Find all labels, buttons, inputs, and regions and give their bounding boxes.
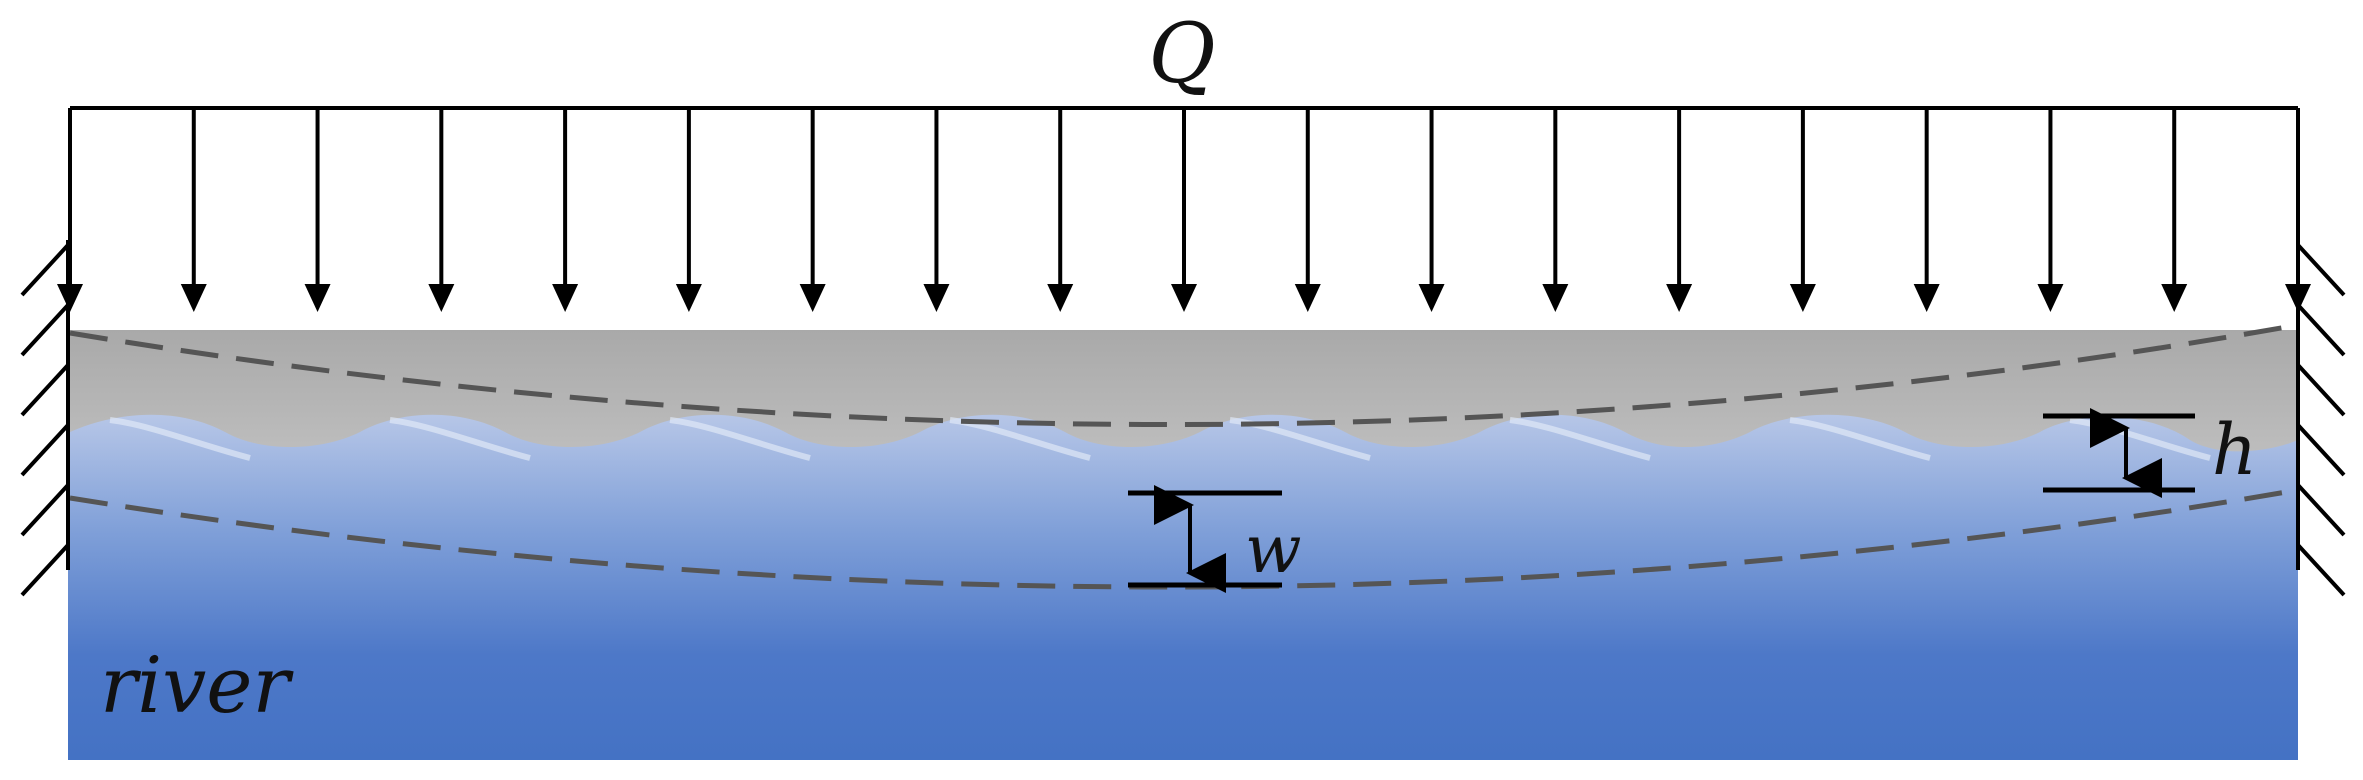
ice-sheet — [70, 330, 2298, 452]
load-arrow-head — [1542, 284, 1569, 312]
load-arrow-head — [1418, 284, 1445, 312]
load-label: Q — [1148, 7, 1215, 102]
load-arrow-head — [675, 284, 702, 312]
load-arrow-head — [1047, 284, 1074, 312]
thickness-dimension — [2043, 408, 2195, 498]
load-arrow-head — [552, 284, 579, 312]
load-arrow-head — [799, 284, 826, 312]
load-arrow-head — [1789, 284, 1816, 312]
deflection-dimension — [1128, 485, 1282, 593]
left-support-hatch — [20, 243, 70, 597]
right-support-hatch — [2296, 243, 2346, 597]
load-arrow-head — [1294, 284, 1321, 312]
load-arrows — [57, 108, 2311, 312]
load-arrow-head — [1171, 284, 1197, 312]
load-arrow-head — [2161, 284, 2188, 312]
deflection-label: w — [1245, 511, 1302, 588]
load-arrow-head — [1666, 284, 1693, 312]
load-arrow-head — [923, 284, 950, 312]
deflected-top-curve — [69, 322, 2299, 428]
load-arrow-head — [428, 284, 455, 312]
load-arrow-head — [1913, 284, 1940, 312]
thickness-label: h — [2212, 409, 2257, 491]
load-arrow-head — [2037, 284, 2064, 312]
river-label: river — [100, 641, 294, 731]
load-arrow-head — [304, 284, 331, 312]
load-arrow-head — [180, 284, 207, 312]
